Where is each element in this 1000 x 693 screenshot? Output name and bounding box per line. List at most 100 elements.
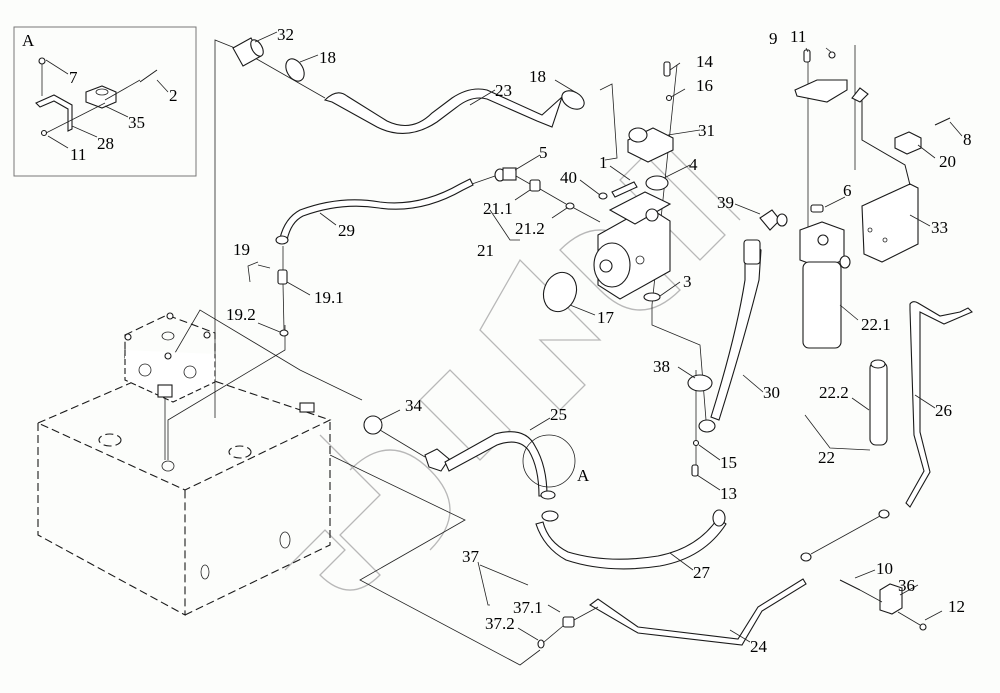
callout-16: 16 [696, 76, 713, 95]
distribution-valve [124, 312, 216, 403]
callout-22: 22 [818, 448, 835, 467]
callout-26: 26 [935, 401, 952, 420]
callout-37-2: 37.2 [485, 614, 515, 633]
callout-19-2: 19.2 [226, 305, 256, 324]
callout-23: 23 [495, 81, 512, 100]
bolt-10 [839, 579, 861, 591]
callout-13: 13 [720, 484, 737, 503]
callout-40: 40 [560, 168, 577, 187]
callout-29: 29 [338, 221, 355, 240]
callout-31: 31 [698, 121, 715, 140]
detail-marker-a: A [577, 466, 590, 485]
callout-2: 2 [169, 86, 178, 105]
bracket-28 [35, 94, 73, 132]
callout-27: 27 [693, 563, 711, 582]
callout-21: 21 [477, 241, 494, 260]
o-ring-3 [643, 292, 661, 302]
o-ring-21-2 [565, 202, 575, 210]
elbow-fitting-5 [494, 167, 517, 182]
callout-32: 32 [277, 25, 294, 44]
adapter-19-1 [277, 269, 288, 285]
callout-9: 9 [769, 29, 778, 48]
callout-19-1: 19.1 [314, 288, 344, 307]
suction-hose-23 [323, 88, 564, 134]
pipe-nut-25 [540, 490, 556, 500]
callout-22-1: 22.1 [861, 315, 891, 334]
o-ring-19-2 [279, 329, 289, 337]
hose-30 [710, 245, 762, 421]
filter-bracket-33 [794, 79, 919, 263]
detail-view-a: A 7 2 35 28 11 [13, 26, 197, 177]
callout-30: 30 [763, 383, 780, 402]
callout-11: 11 [790, 27, 806, 46]
o-ring-37-2 [537, 639, 545, 649]
suction-flange-31 [627, 127, 674, 163]
nut-38 [687, 374, 713, 392]
callout-5: 5 [539, 143, 548, 162]
adapter-34 [363, 415, 383, 435]
callout-21-2: 21.2 [515, 219, 545, 238]
gasket-17 [542, 271, 578, 313]
callout-11: 11 [70, 145, 86, 164]
callout-39: 39 [717, 193, 734, 212]
hydraulic-pump [593, 191, 672, 300]
nut-12 [919, 623, 927, 631]
callout-25: 25 [550, 405, 567, 424]
hose-nut-30 [743, 239, 761, 265]
callout-19: 19 [233, 240, 250, 259]
hose-clamp-18 [285, 58, 305, 82]
pressure-hose-27 [535, 517, 727, 570]
detail-marker-circle [522, 434, 576, 488]
callout-3: 3 [683, 272, 692, 291]
callout-33: 33 [931, 218, 948, 237]
hose-nut-27 [541, 510, 559, 522]
tube-nut-24 [800, 552, 812, 562]
callout-10: 10 [876, 559, 893, 578]
nut-11 [828, 51, 836, 59]
callout-38: 38 [653, 357, 670, 376]
washer-15 [692, 439, 700, 447]
screw-1 [611, 181, 638, 198]
elbow-30 [698, 419, 716, 433]
callout-18b: 18 [529, 67, 546, 86]
callout-35: 35 [128, 113, 145, 132]
callout-12: 12 [948, 597, 965, 616]
callout-8: 8 [963, 130, 972, 149]
screw-9 [803, 49, 811, 63]
washer-16 [665, 94, 673, 102]
callout-6: 6 [843, 181, 852, 200]
leader-lines [247, 31, 963, 643]
pressure-hose-29 [279, 178, 474, 241]
screw-14 [663, 61, 671, 77]
assembly-lines [164, 39, 856, 666]
callout-20: 20 [939, 152, 956, 171]
clamp-36 [879, 583, 903, 615]
hose-nut-29 [275, 235, 289, 245]
watermark-logo [284, 139, 741, 591]
hose-clamp-18b [561, 90, 585, 110]
callout-4: 4 [689, 155, 698, 174]
elbow-25 [424, 448, 450, 472]
callout-1: 1 [599, 153, 608, 172]
return-tube-24 [589, 578, 807, 646]
hose-end-27 [712, 509, 726, 527]
washer-40 [598, 192, 608, 200]
pressure-pipe-25 [444, 431, 548, 497]
callout-22-2: 22.2 [819, 383, 849, 402]
filter-element-22-2 [869, 359, 888, 446]
filter-22-1 [799, 221, 851, 349]
callout-37: 37 [462, 547, 480, 566]
bolt-8 [934, 117, 951, 126]
tube-nut-26 [878, 509, 890, 519]
callout-34: 34 [405, 396, 423, 415]
callout-21-1: 21.1 [483, 199, 513, 218]
callout-7: 7 [69, 68, 78, 87]
callout-17: 17 [597, 308, 615, 327]
detail-view-title: A [22, 31, 35, 50]
callout-18: 18 [319, 48, 336, 67]
callout-37-1: 37.1 [513, 598, 543, 617]
callout-24: 24 [750, 637, 768, 656]
return-tube-26 [905, 301, 973, 508]
callout-15: 15 [720, 453, 737, 472]
callout-36: 36 [898, 576, 915, 595]
